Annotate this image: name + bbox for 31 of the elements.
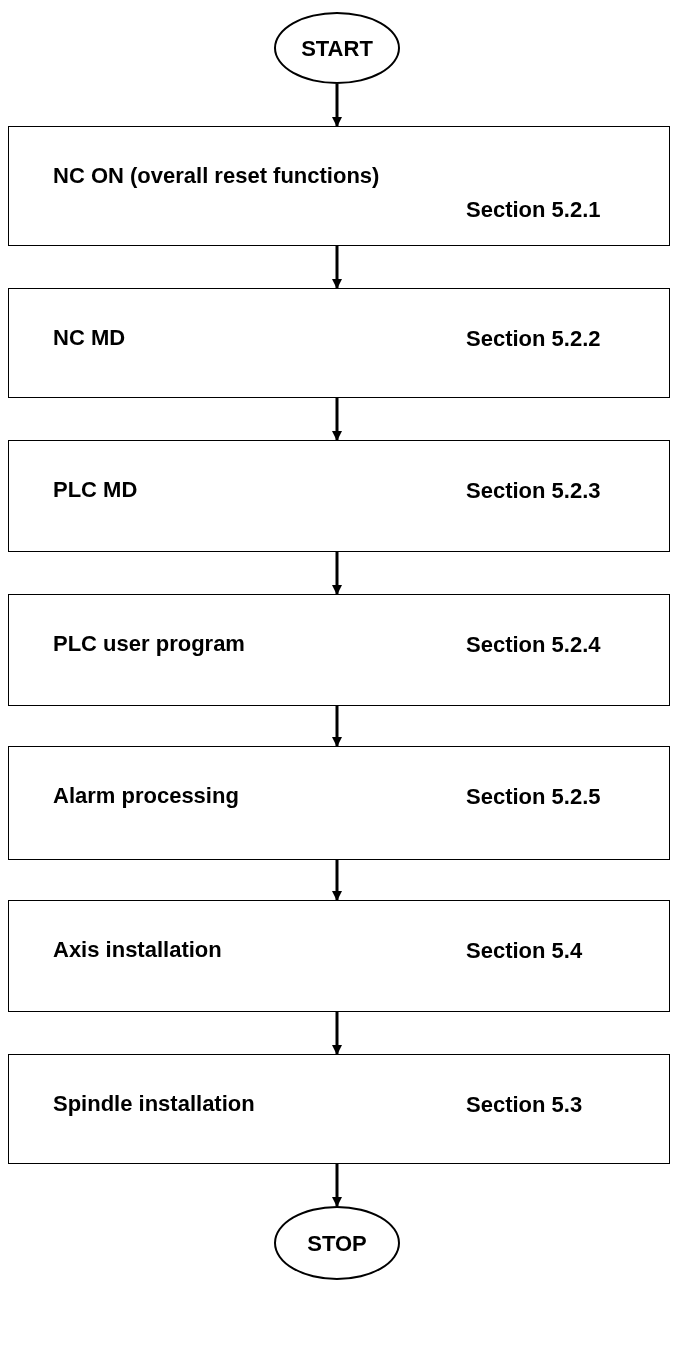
section-reference: Section 5.2.5 <box>466 783 602 811</box>
arrow <box>332 1012 342 1055</box>
step-label: PLC MD <box>53 476 139 504</box>
section-reference: Section 5.2.4 <box>466 631 602 659</box>
process-box <box>8 900 670 1012</box>
section-reference: Section 5.2.1 <box>466 196 602 224</box>
section-reference: Section 5.4 <box>466 937 584 965</box>
terminal-label: START <box>301 34 373 63</box>
process-box <box>8 594 670 706</box>
step-label: Axis installation <box>53 936 223 964</box>
arrow <box>332 84 342 127</box>
process-box <box>8 288 670 398</box>
arrow <box>332 552 342 595</box>
arrow <box>332 398 342 441</box>
arrow <box>332 706 342 747</box>
section-reference: Section 5.2.2 <box>466 325 602 353</box>
step-label: PLC user program <box>53 630 246 658</box>
step-label: Alarm processing <box>53 782 240 810</box>
process-box <box>8 126 670 246</box>
terminal-label: STOP <box>307 1229 367 1258</box>
process-box <box>8 1054 670 1164</box>
arrow <box>332 1164 342 1207</box>
step-label: NC MD <box>53 324 127 352</box>
step-label: NC ON (overall reset functions) <box>53 162 381 190</box>
arrow <box>332 246 342 289</box>
step-label: Spindle installation <box>53 1090 256 1118</box>
arrow <box>332 860 342 901</box>
section-reference: Section 5.2.3 <box>466 477 602 505</box>
process-box <box>8 440 670 552</box>
process-box <box>8 746 670 860</box>
section-reference: Section 5.3 <box>466 1091 584 1119</box>
